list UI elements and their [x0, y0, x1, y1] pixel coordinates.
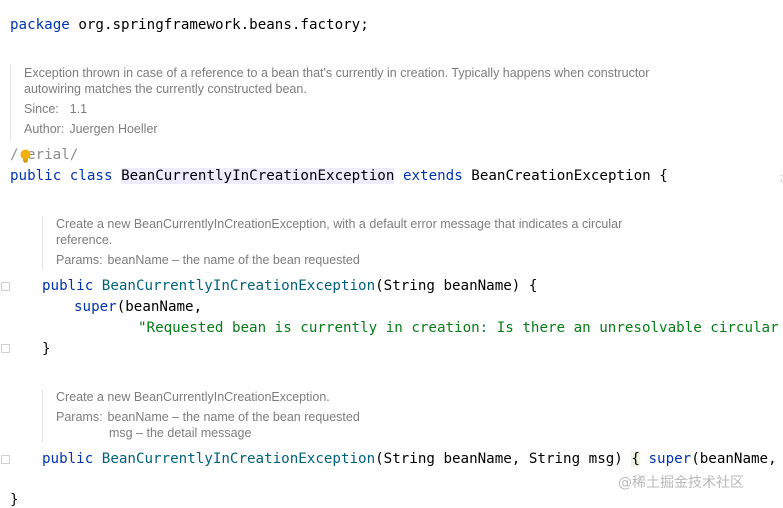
ctor2-javadoc: Create a new BeanCurrentlyInCreationExce…	[42, 389, 360, 443]
super-keyword: super	[648, 451, 692, 467]
public-keyword: public	[42, 451, 94, 467]
ctor1-params: (String beanName) {	[375, 278, 538, 294]
params-label: Params:	[56, 410, 103, 424]
ctor2-super-args: (beanName, msg);	[691, 451, 777, 467]
serial-comment-text: erial/	[27, 147, 79, 163]
class-doc-line-1: Exception thrown in case of a reference …	[24, 66, 650, 80]
ctor2-doc-param-msg-row: msg – the detail message	[56, 425, 360, 441]
param-msg: msg – the detail message	[109, 426, 252, 440]
serial-comment[interactable]: / erial/	[10, 145, 78, 166]
class-name[interactable]: BeanCurrentlyInCreationException	[121, 168, 395, 184]
fold-toggle-ctor1-end[interactable]	[1, 344, 10, 353]
ctor2-doc-line-1: Create a new BeanCurrentlyInCreationExce…	[56, 390, 330, 404]
ctor1-error-message-string[interactable]: "Requested bean is currently in creation…	[138, 320, 783, 336]
public-keyword: public	[42, 278, 94, 294]
ctor2-doc-params-row: Params: beanName – the name of the bean …	[56, 409, 360, 425]
ctor2-params: (String beanName, String msg)	[375, 451, 632, 467]
ctor1-close-brace: }	[42, 341, 51, 357]
super-keyword: super	[74, 299, 117, 315]
public-keyword: public	[10, 168, 62, 184]
class-open-brace: {	[659, 168, 668, 184]
param-beanname: beanName – the name of the bean requeste…	[107, 410, 360, 424]
ctor2-name[interactable]: BeanCurrentlyInCreationException	[101, 451, 376, 467]
ctor1-javadoc: Create a new BeanCurrentlyInCreationExce…	[42, 216, 622, 270]
ctor1-super-call[interactable]: super(beanName,	[74, 297, 202, 318]
since-label: Since:	[24, 102, 59, 116]
ctor1-doc-params-row: Params: beanName – the name of the bean …	[56, 252, 622, 268]
author-value: Juergen Hoeller	[69, 122, 158, 136]
class-doc-since-row: Since: 1.1	[24, 101, 649, 117]
params-label: Params:	[56, 253, 103, 267]
package-keyword: package	[10, 17, 70, 33]
class-declaration[interactable]: public class BeanCurrentlyInCreationExce…	[10, 166, 668, 187]
ctor2-signature[interactable]: public BeanCurrentlyInCreationException(…	[42, 449, 783, 470]
ctor1-name[interactable]: BeanCurrentlyInCreationException	[101, 278, 376, 294]
package-name: org.springframework.beans.factory;	[78, 17, 369, 33]
fold-toggle-ctor2[interactable]	[1, 455, 10, 464]
lightbulb-icon[interactable]	[19, 149, 32, 163]
class-doc-author-row: Author: Juergen Hoeller	[24, 121, 649, 137]
author-label: Author:	[24, 122, 65, 136]
ctor1-signature[interactable]: public BeanCurrentlyInCreationException(…	[42, 276, 537, 297]
since-value: 1.1	[69, 102, 88, 116]
class-close-brace: }	[10, 492, 19, 508]
class-keyword: class	[69, 168, 113, 184]
ctor1-doc-line-1: Create a new BeanCurrentlyInCreationExce…	[56, 217, 623, 231]
extends-keyword: extends	[402, 168, 463, 184]
ctor2-open-brace: {	[631, 451, 640, 467]
gutter-marker: ⁏	[779, 170, 783, 184]
ctor1-doc-line-2: reference.	[56, 233, 113, 247]
param-beanname: beanName – the name of the bean requeste…	[107, 253, 360, 267]
watermark: @稀土掘金技术社区	[618, 475, 744, 491]
fold-toggle-ctor1-start[interactable]	[1, 282, 10, 291]
parent-class-name[interactable]: BeanCreationException	[471, 168, 651, 184]
class-javadoc: Exception thrown in case of a reference …	[10, 65, 649, 141]
ctor1-super-args: (beanName,	[116, 299, 203, 315]
package-statement[interactable]: package org.springframework.beans.factor…	[10, 15, 369, 36]
serial-comment-prefix: /	[10, 147, 19, 163]
class-doc-line-2: autowiring matches the currently constru…	[24, 82, 307, 96]
